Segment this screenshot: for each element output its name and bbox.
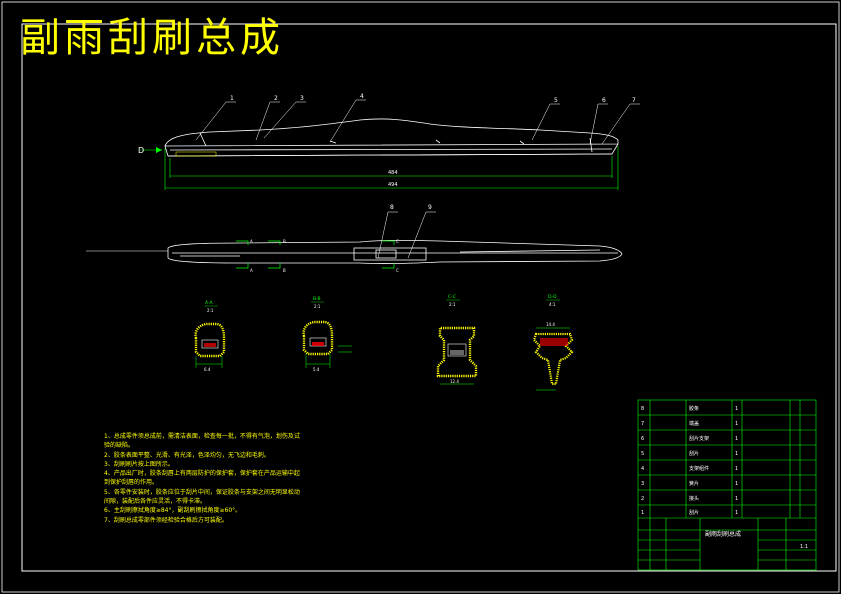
note-2: 2、胶条表面平整、光滑、有光泽，色泽均匀，无飞边和毛刺。 bbox=[104, 451, 270, 459]
svg-text:胶条: 胶条 bbox=[689, 405, 699, 412]
wiper-outline-top bbox=[164, 118, 619, 147]
svg-text:12.4: 12.4 bbox=[450, 379, 459, 384]
svg-text:D: D bbox=[138, 146, 144, 155]
svg-text:1: 1 bbox=[735, 481, 738, 487]
note-3: 3、刮刷刷片按上图所示。 bbox=[104, 460, 174, 468]
note-6: 6、主刮刷擦拭角度≥84°，副刮刷擦拭角度≥60°。 bbox=[104, 507, 242, 515]
svg-text:刮片: 刮片 bbox=[689, 509, 699, 516]
svg-text:2: 2 bbox=[641, 496, 644, 502]
svg-text:B: B bbox=[283, 239, 286, 244]
table-row: 2 接头 1 bbox=[641, 495, 738, 502]
title-block-scale: 1:1 bbox=[800, 544, 808, 550]
svg-text:刮片支架: 刮片支架 bbox=[689, 435, 709, 442]
svg-text:6.4: 6.4 bbox=[204, 367, 211, 372]
table-row: 1 刮片 1 bbox=[641, 509, 738, 516]
inner-frame bbox=[21, 23, 837, 572]
svg-text:支架组件: 支架组件 bbox=[689, 465, 709, 472]
svg-text:7: 7 bbox=[641, 421, 644, 427]
table-row: 8 胶条 1 bbox=[641, 405, 738, 412]
table-row: 5 刮片 1 bbox=[641, 450, 738, 457]
wiper-blade-lower bbox=[167, 153, 613, 157]
svg-text:1: 1 bbox=[735, 451, 738, 457]
svg-text:14.4: 14.4 bbox=[546, 322, 555, 327]
balloon-2: 2 bbox=[274, 95, 278, 102]
balloon-1: 1 bbox=[230, 95, 234, 102]
svg-text:C: C bbox=[396, 268, 399, 273]
svg-text:1: 1 bbox=[735, 421, 738, 427]
svg-text:C-C: C-C bbox=[448, 294, 456, 300]
section-cut-labels: A A B B C C bbox=[250, 239, 399, 273]
balloon-5: 5 bbox=[554, 97, 558, 104]
parts-table-grid bbox=[637, 399, 817, 571]
svg-text:B-B: B-B bbox=[313, 296, 321, 302]
table-row: 7 端盖 1 bbox=[641, 420, 738, 427]
technical-notes: 1、总成零件须总成前，需清洁表面，检查每一批，不得有气泡，划伤及试验的缺陷。 2… bbox=[104, 432, 304, 525]
svg-text:C: C bbox=[396, 239, 399, 244]
svg-text:1: 1 bbox=[735, 406, 738, 412]
plan-view-leaders bbox=[377, 211, 436, 259]
svg-text:1: 1 bbox=[735, 436, 738, 442]
svg-text:1: 1 bbox=[735, 510, 738, 516]
svg-text:D-D: D-D bbox=[548, 294, 557, 300]
dimension-484: 484 bbox=[388, 170, 398, 176]
balloon-8: 8 bbox=[390, 204, 394, 211]
svg-text:1: 1 bbox=[735, 466, 738, 472]
plan-view-balloons: 8 9 bbox=[390, 204, 432, 211]
svg-text:5: 5 bbox=[641, 451, 644, 457]
balloon-4: 4 bbox=[360, 93, 364, 100]
note-5: 5、各零件安装时，胶条应位于刮片中间，保证胶条与支架之间无明显松动间隙，装配后各… bbox=[104, 488, 300, 506]
section-a-a: A-A 2:1 6.4 bbox=[194, 300, 226, 372]
balloon-9: 9 bbox=[428, 204, 432, 211]
table-row: 3 簧片 1 bbox=[641, 480, 738, 487]
svg-text:4: 4 bbox=[641, 466, 644, 472]
main-view bbox=[164, 118, 619, 157]
svg-text:B: B bbox=[283, 268, 286, 273]
svg-text:6: 6 bbox=[641, 436, 644, 442]
main-view-leaders bbox=[195, 99, 640, 145]
svg-text:刮片: 刮片 bbox=[689, 450, 699, 457]
note-1: 1、总成零件须总成前，需清洁表面，检查每一批，不得有气泡，划伤及试验的缺陷。 bbox=[104, 433, 300, 450]
title-block-name: 副雨刮刷总成 bbox=[705, 530, 741, 538]
main-view-dimensions bbox=[164, 146, 619, 190]
svg-text:1: 1 bbox=[641, 510, 644, 516]
svg-text:A: A bbox=[250, 239, 253, 244]
note-7: 7、刮刷总成零部件须经检验合格后方可装配。 bbox=[104, 516, 228, 524]
svg-text:A-A: A-A bbox=[205, 300, 214, 306]
balloon-7: 7 bbox=[632, 97, 636, 104]
table-row: 6 刮片支架 1 bbox=[641, 435, 738, 442]
dimension-494: 494 bbox=[388, 182, 398, 188]
section-c-c: C-C 2:1 12.4 bbox=[436, 294, 478, 385]
svg-text:2:1: 2:1 bbox=[314, 304, 321, 309]
svg-text:1: 1 bbox=[735, 496, 738, 502]
svg-text:端盖: 端盖 bbox=[689, 420, 699, 427]
section-b-b: B-B 2:1 5.4 bbox=[302, 296, 352, 372]
table-row: 4 支架组件 1 bbox=[641, 465, 738, 472]
note-4: 4、产品出厂时，胶条刮唇上有两层防护的保护套，保护套在产品运输中起到保护刮唇的作… bbox=[104, 470, 300, 487]
svg-text:2:1: 2:1 bbox=[449, 302, 456, 307]
parts-table-rows: 8 胶条 1 7 端盖 1 6 刮片支架 1 5 刮片 1 4 支架组件 1 3… bbox=[641, 405, 738, 516]
svg-text:2:1: 2:1 bbox=[207, 308, 214, 313]
svg-text:A: A bbox=[250, 268, 253, 273]
balloon-6: 6 bbox=[602, 97, 606, 104]
svg-text:4:1: 4:1 bbox=[549, 302, 556, 307]
drawing-title: 副雨刮刷总成 bbox=[20, 15, 284, 61]
main-view-balloons: 1 2 3 4 5 6 7 bbox=[230, 93, 636, 104]
section-d-d: D-D 4:1 14.4 bbox=[532, 294, 574, 391]
svg-text:接头: 接头 bbox=[689, 495, 699, 502]
svg-text:3: 3 bbox=[641, 481, 644, 487]
svg-text:簧片: 簧片 bbox=[689, 480, 699, 487]
plan-view bbox=[86, 239, 623, 265]
view-marker-d: D bbox=[138, 146, 162, 155]
balloon-3: 3 bbox=[300, 95, 304, 102]
svg-text:5.4: 5.4 bbox=[313, 367, 320, 372]
section-cut-marks bbox=[236, 240, 395, 269]
svg-text:8: 8 bbox=[641, 406, 644, 412]
